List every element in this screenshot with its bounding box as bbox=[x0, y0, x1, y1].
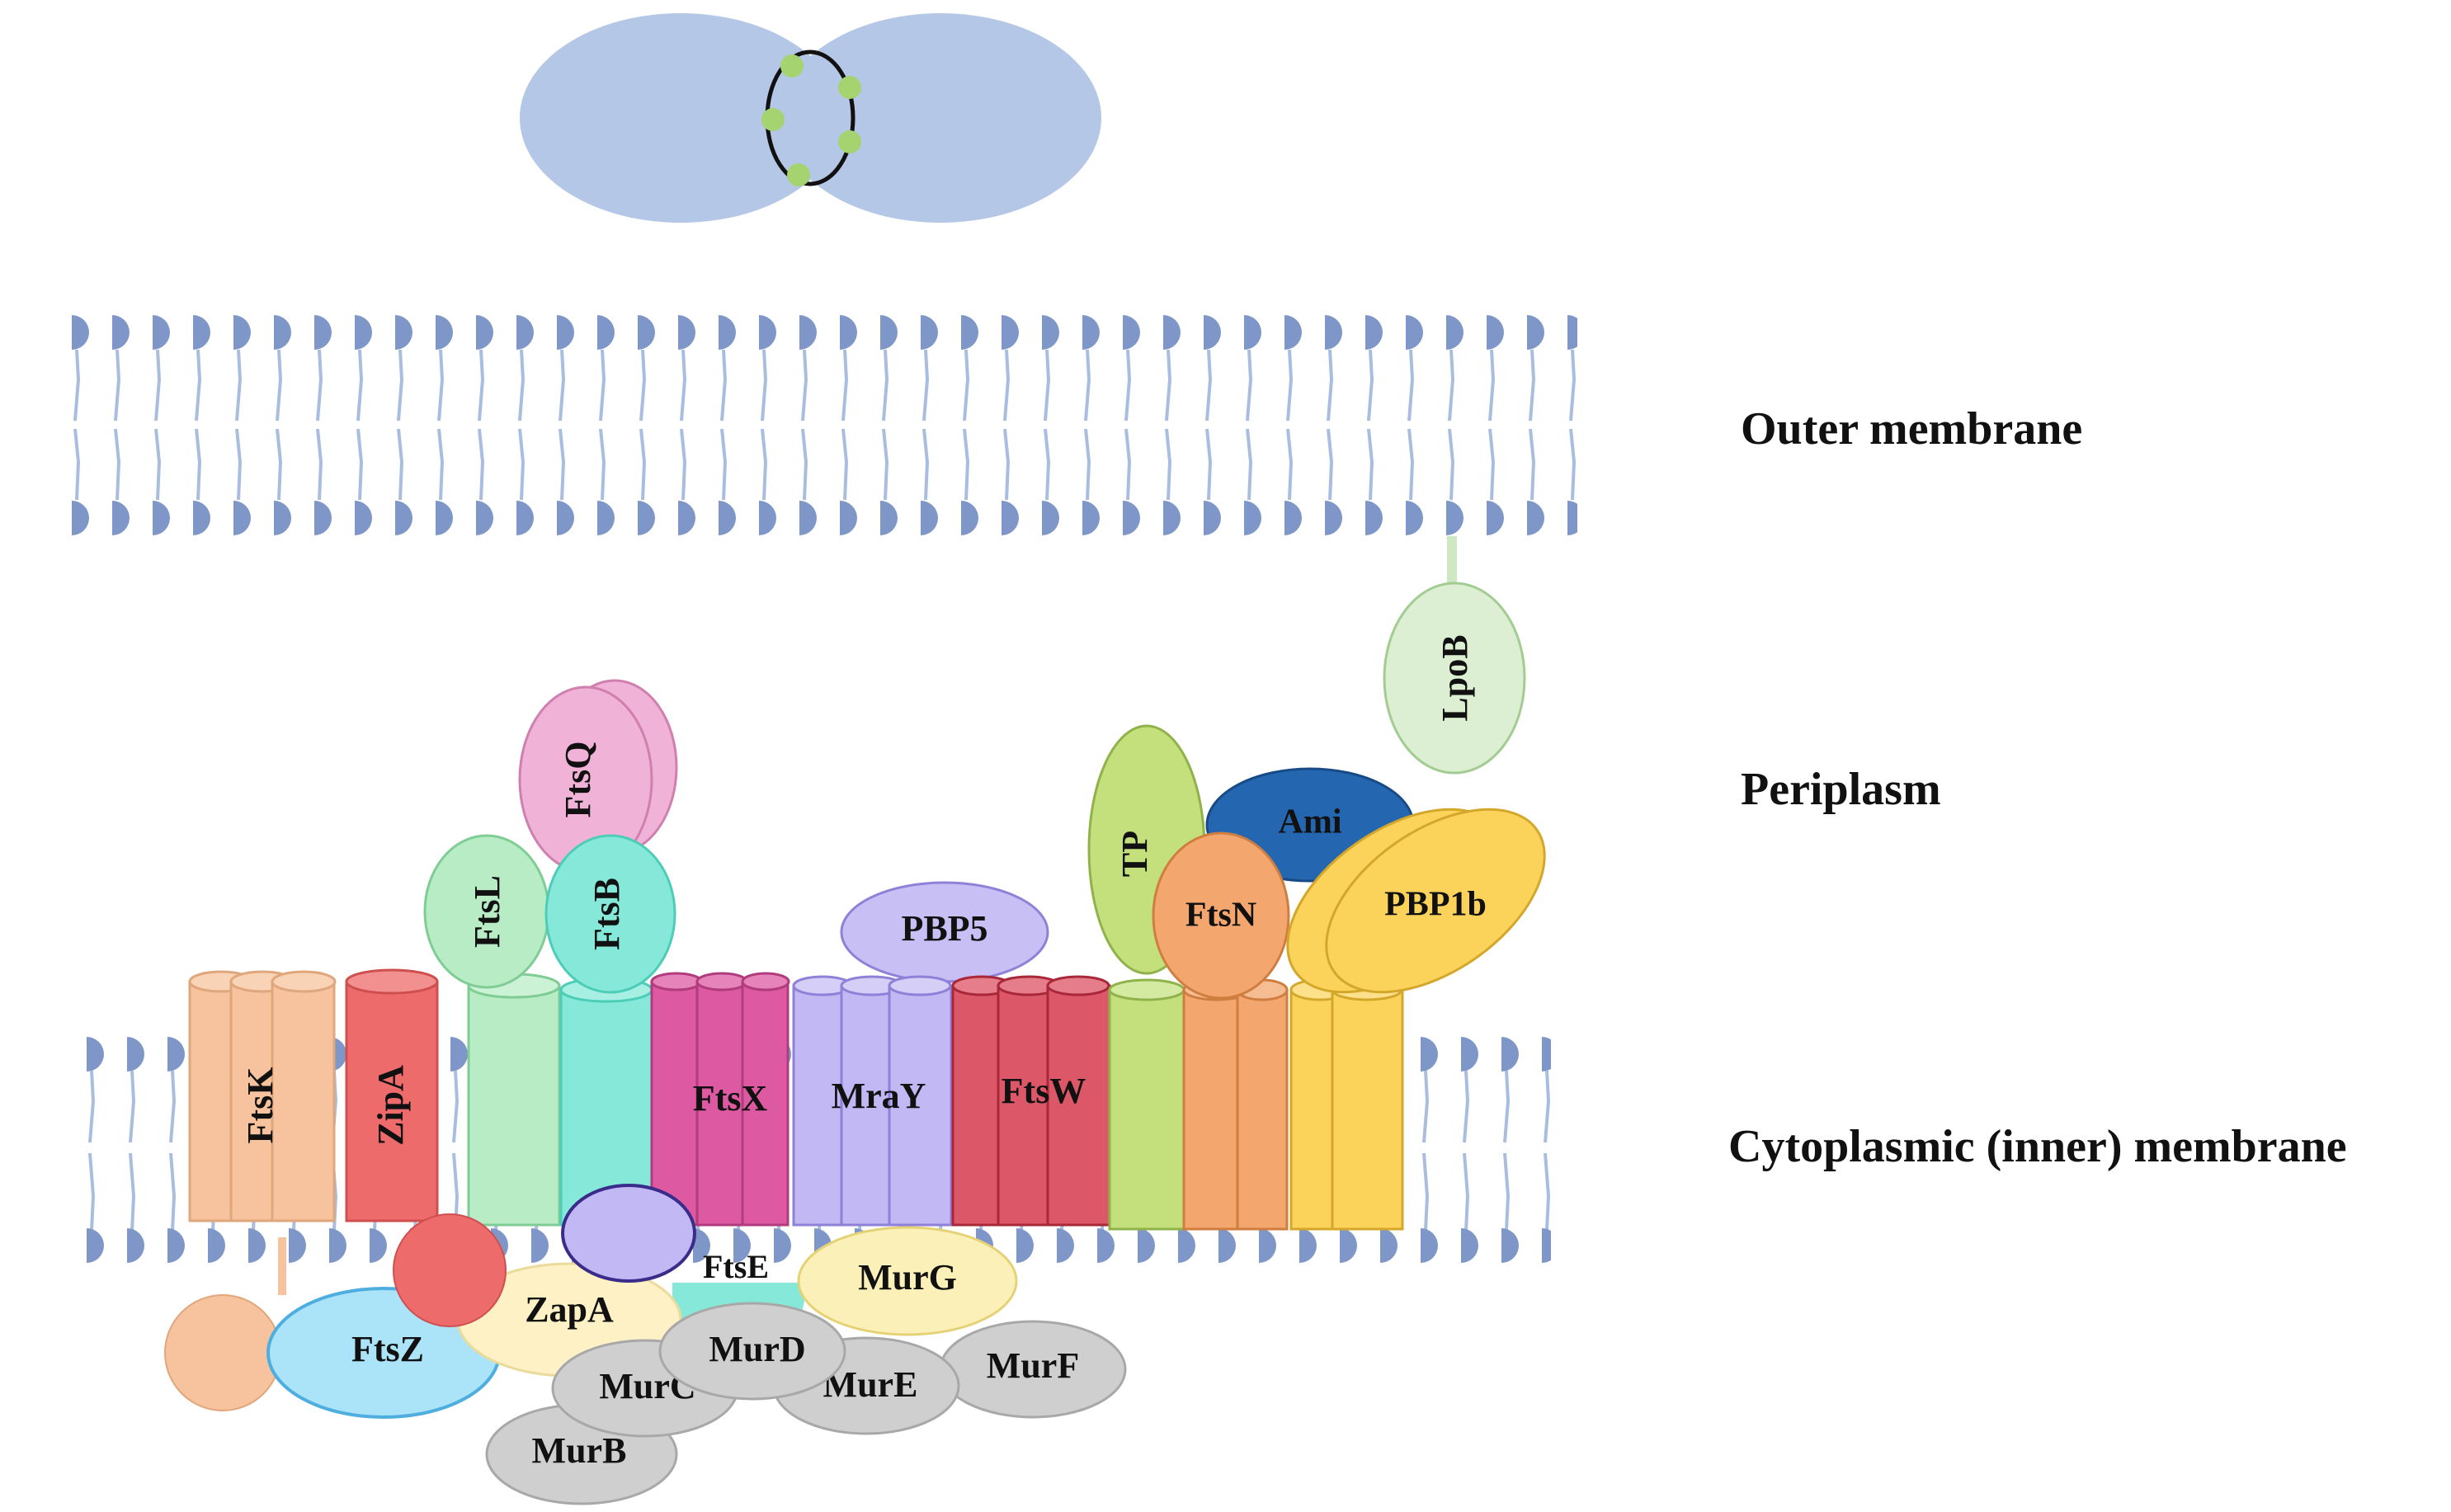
murd-protein bbox=[658, 1302, 846, 1401]
ftsn-protein: FtsN bbox=[1152, 831, 1290, 1231]
murb-label: MurB bbox=[532, 1430, 627, 1471]
cytoplasmic-complex: FtsZ ZapA FtsE MurG MurF MurE MurB MurC … bbox=[164, 1184, 1127, 1505]
inner-membrane-label: Cytoplasmic (inner) membrane bbox=[1728, 1121, 2347, 1172]
periplasm-label: Periplasm bbox=[1741, 764, 1941, 815]
septum-ring-dot bbox=[780, 54, 804, 78]
ftsz-label: FtsZ bbox=[351, 1329, 424, 1369]
mray-protein: MraY bbox=[792, 975, 953, 1227]
zapa-label: ZapA bbox=[525, 1289, 614, 1330]
ftsl-protein: FtsL bbox=[423, 834, 561, 1227]
septum-ring-dot bbox=[761, 108, 785, 131]
zipa-cytoplasmic-domain bbox=[393, 1213, 507, 1327]
lpob-protein: LpoB bbox=[1383, 582, 1526, 775]
murd-label: MurD bbox=[709, 1329, 805, 1369]
septum-ring-dot bbox=[838, 76, 861, 99]
zipa-label: ZipA bbox=[370, 1065, 411, 1146]
ftsk-label: FtsK bbox=[240, 1067, 280, 1144]
lpob-label: LpoB bbox=[1435, 634, 1475, 721]
ami-label: Ami bbox=[1279, 803, 1342, 841]
mure-label: MurE bbox=[823, 1364, 918, 1405]
septum-ring-dot bbox=[787, 163, 810, 186]
ftsx-label: FtsX bbox=[693, 1078, 768, 1119]
murg-label: MurG bbox=[858, 1257, 957, 1298]
pbp1b-protein: PBP1b bbox=[1286, 808, 1546, 1231]
ftsb-label: FtsB bbox=[587, 878, 627, 950]
ftsq-protein: FtsQ bbox=[518, 679, 678, 874]
ftsx-protein: FtsX bbox=[650, 972, 790, 1227]
pbp1b-label: PBP1b bbox=[1384, 886, 1487, 924]
ftsw-protein: FtsW bbox=[951, 975, 1111, 1227]
ftsq-label: FtsQ bbox=[558, 742, 598, 818]
murf-label: MurF bbox=[987, 1345, 1079, 1386]
tp-label: TP bbox=[1115, 831, 1155, 877]
pbp5-protein: PBP5 bbox=[840, 881, 1049, 983]
outer-membrane bbox=[51, 309, 1577, 540]
ftsl-label: FtsL bbox=[467, 875, 507, 948]
zipa-protein: ZipA bbox=[345, 968, 439, 1222]
mray-label: MraY bbox=[832, 1076, 926, 1116]
septum-ring-dot bbox=[838, 130, 861, 153]
ftse-label: FtsE bbox=[703, 1248, 769, 1285]
ftsk-protein: FtsK bbox=[188, 970, 337, 1222]
dividing-cell bbox=[520, 13, 1101, 223]
ftsk-cytoplasmic-domain bbox=[164, 1294, 281, 1411]
outer-membrane-label: Outer membrane bbox=[1741, 403, 2083, 455]
murg-protein bbox=[797, 1226, 1018, 1336]
mray-cytoplasmic-domain bbox=[561, 1184, 696, 1283]
ftsn-label: FtsN bbox=[1185, 897, 1256, 935]
pbp5-label: PBP5 bbox=[901, 908, 987, 949]
ftsw-label: FtsW bbox=[1002, 1071, 1086, 1111]
